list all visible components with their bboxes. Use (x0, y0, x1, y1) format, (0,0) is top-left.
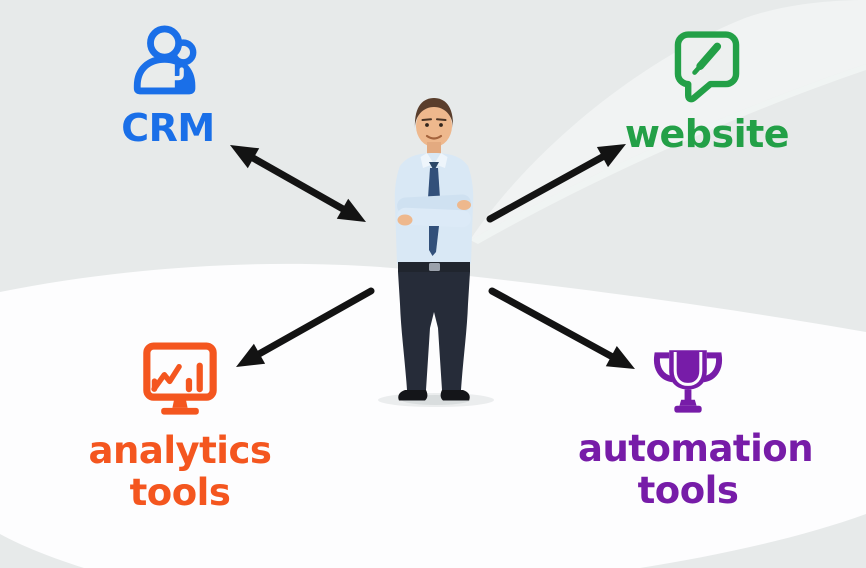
figure-shoe (440, 390, 470, 401)
monitor-bar-chart-icon (137, 338, 223, 424)
analytics-label: analytics tools (88, 429, 272, 514)
figure-hand (457, 200, 471, 210)
figure-brow (436, 118, 447, 121)
node-website: website (597, 26, 817, 156)
figure-hair (414, 98, 454, 128)
background-sweep-edge (470, 64, 866, 244)
support-contact-icon (127, 20, 209, 102)
arrow-person-crm (230, 145, 366, 222)
figure-shoe (398, 390, 428, 401)
website-label: website (624, 112, 790, 156)
figure-eye (439, 123, 443, 127)
figure-tie (428, 168, 440, 198)
node-crm: CRM (58, 20, 278, 150)
figure-tie-knot (429, 162, 439, 171)
crm-label: CRM (121, 106, 215, 150)
arrow-person-automation (488, 287, 635, 369)
figure-belt-buckle (429, 263, 440, 271)
automation-label: automation tools (578, 427, 814, 512)
figure-tie-tip (429, 226, 439, 256)
arrow-person-website (486, 144, 626, 223)
background-sweep (470, 0, 866, 240)
figure-brow (421, 118, 432, 121)
node-automation: automation tools (578, 340, 814, 512)
figure-smile (425, 134, 443, 140)
figure-neck (427, 142, 441, 156)
background-wave (0, 263, 866, 568)
chat-bubble-pencil-icon (666, 26, 748, 108)
figure-pants (398, 272, 470, 390)
figure-head (416, 105, 452, 147)
figure-eye (425, 123, 429, 127)
node-analytics: analytics tools (70, 338, 290, 514)
trophy-icon (647, 340, 729, 422)
arrow-person-analytics (236, 287, 375, 367)
figure-arm (397, 207, 471, 228)
businessman-figure (394, 98, 474, 401)
figure-hand (397, 214, 413, 226)
